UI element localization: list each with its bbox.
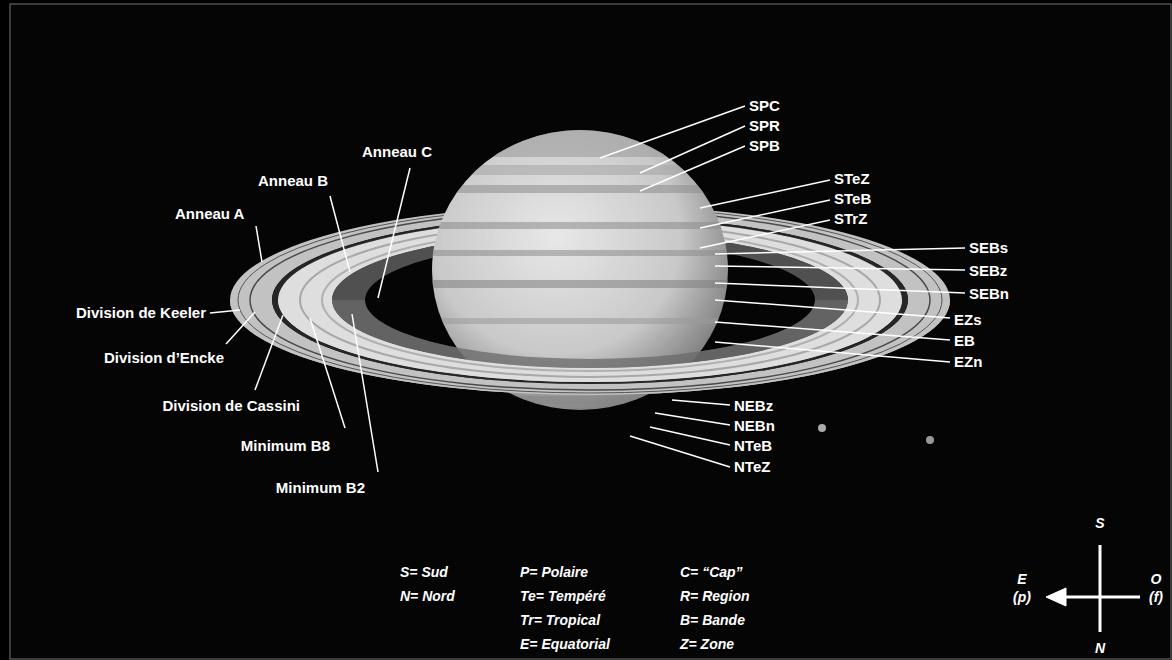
feature-label: Division de Cassini — [162, 397, 300, 415]
feature-label: SEBz — [969, 262, 1007, 280]
abbreviation-key: Te= Tempéré — [520, 587, 606, 605]
compass-label: (p) — [1013, 588, 1031, 606]
compass — [1046, 545, 1140, 632]
abbreviation-key: S= Sud — [400, 563, 448, 581]
feature-label: Anneau C — [362, 143, 432, 161]
leader-lines — [210, 106, 965, 472]
abbreviation-key: E= Equatorial — [520, 635, 610, 653]
compass-label: N — [1095, 639, 1105, 657]
abbreviation-key: N= Nord — [400, 587, 455, 605]
feature-label: STrZ — [834, 210, 867, 228]
abbreviation-key: Z= Zone — [680, 635, 734, 653]
feature-label: SEBs — [969, 239, 1008, 257]
feature-label: NTeB — [734, 437, 772, 455]
feature-label: Division d’Encke — [104, 349, 224, 367]
compass-label: (f) — [1149, 588, 1163, 606]
abbreviation-key: B= Bande — [680, 611, 745, 629]
abbreviation-key: Tr= Tropical — [520, 611, 600, 629]
abbreviation-key: P= Polaire — [520, 563, 588, 581]
compass-label: S — [1095, 514, 1104, 532]
feature-label: Anneau B — [258, 172, 328, 190]
feature-label: STeZ — [834, 170, 870, 188]
feature-label: Anneau A — [175, 205, 244, 223]
feature-label: Division de Keeler — [76, 304, 206, 322]
feature-label: Minimum B8 — [241, 437, 330, 455]
abbreviation-key: R= Region — [680, 587, 750, 605]
compass-label: E — [1017, 570, 1026, 588]
feature-label: SPC — [749, 97, 780, 115]
feature-label: SEBn — [969, 285, 1009, 303]
feature-label: NTeZ — [734, 458, 770, 476]
feature-label: NEBz — [734, 397, 773, 415]
compass-label: O — [1151, 570, 1162, 588]
feature-label: SPB — [749, 137, 780, 155]
feature-label: NEBn — [734, 417, 775, 435]
feature-label: EB — [954, 332, 975, 350]
feature-label: EZn — [954, 353, 982, 371]
abbreviation-key: C= “Cap” — [680, 563, 743, 581]
feature-label: SPR — [749, 117, 780, 135]
feature-label: EZs — [954, 311, 982, 329]
feature-label: Minimum B2 — [276, 479, 365, 497]
feature-label: STeB — [834, 190, 871, 208]
